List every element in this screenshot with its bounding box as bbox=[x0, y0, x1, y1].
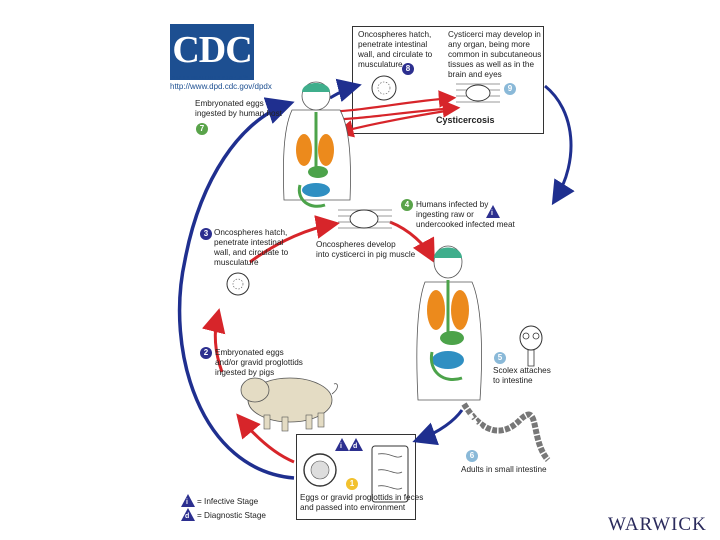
cysticercus-muscle-top bbox=[456, 83, 500, 103]
stage-9-label: Cysticerci may develop in any organ, bei… bbox=[448, 30, 541, 80]
cysticercosis-title: Cysticercosis bbox=[436, 115, 495, 125]
stage-2-line-1: Embryonated eggs bbox=[215, 348, 284, 357]
blue-arrow-left-cycle bbox=[177, 97, 295, 480]
stage-9-line-2: any organ, being more bbox=[448, 40, 530, 49]
stage-4-line-2: ingesting raw or bbox=[416, 210, 474, 219]
human-host-right bbox=[416, 245, 482, 401]
stage-badge-3: 3 bbox=[200, 228, 212, 240]
stage-7-line-1: Embryonated eggs bbox=[195, 99, 264, 108]
stage-4-label: Humans infected by ingesting raw or unde… bbox=[416, 200, 515, 230]
stage-3-line-3: wall, and circulate to bbox=[214, 248, 289, 257]
gravid-proglottid bbox=[371, 445, 409, 503]
stage-badge-2: 2 bbox=[200, 347, 212, 359]
stage4-infective-icon bbox=[486, 205, 500, 218]
stage-3-line-4: musculature bbox=[214, 258, 259, 267]
stage-3-line-2: penetrate intestinal bbox=[214, 238, 284, 247]
stage-2-line-2: and/or gravid proglottids bbox=[215, 358, 303, 367]
stage-2-label: Embryonated eggs and/or gravid proglotti… bbox=[215, 348, 303, 378]
stage4-infective-symbol: i bbox=[491, 210, 493, 217]
stage-1-line-1: Eggs or gravid proglottids in feces bbox=[300, 493, 424, 502]
stage-badge-8: 8 bbox=[402, 63, 414, 75]
stage-2-line-3: ingested by pigs bbox=[215, 368, 275, 377]
pig-illustration bbox=[240, 377, 338, 432]
blue-arrow-to-cysticercosis bbox=[329, 78, 362, 103]
stage-8-line-4: musculature bbox=[358, 60, 403, 69]
stage-7-label: Embryonated eggs ingested by human host bbox=[195, 99, 282, 119]
stage-9-line-4: tissues as well as in the bbox=[448, 60, 535, 69]
stage-8-line-1: Oncospheres hatch, bbox=[358, 30, 432, 39]
stage-8-label: Oncospheres hatch, penetrate intestinal … bbox=[358, 30, 432, 70]
oncosphere-egg-1 bbox=[371, 75, 397, 101]
stage-badge-1: 1 bbox=[346, 478, 358, 490]
stage-4-line-3: undercooked infected meat bbox=[416, 220, 515, 229]
human-host-top bbox=[282, 81, 351, 208]
stage-3b-label: Oncospheres develop into cysticerci in p… bbox=[316, 240, 415, 260]
cdc-logo: CDC bbox=[170, 24, 254, 80]
stage-badge-5: 5 bbox=[494, 352, 506, 364]
stage-6-label: Adults in small intestine bbox=[461, 465, 547, 475]
stage-badge-9: 9 bbox=[504, 83, 516, 95]
legend-diagnostic-label: = Diagnostic Stage bbox=[197, 511, 266, 520]
red-arrow-pig-to-eggs bbox=[201, 308, 226, 373]
stage-3b-line-1: Oncospheres develop bbox=[316, 240, 396, 249]
red-arrow-cyst-to-body bbox=[335, 108, 453, 138]
stage-1-line-2: and passed into environment bbox=[300, 503, 406, 512]
box-infective-symbol: i bbox=[340, 443, 342, 450]
box-infective-icon bbox=[335, 438, 349, 451]
legend-infective-icon bbox=[181, 494, 195, 507]
red-arrow-env-to-pig bbox=[236, 413, 295, 464]
stage-3b-line-2: into cysticerci in pig muscle bbox=[316, 250, 416, 259]
legend-infective-label: = Infective Stage bbox=[197, 497, 259, 506]
red-arrow-eggs-to-muscle bbox=[249, 215, 340, 264]
stage-badge-4: 4 bbox=[401, 199, 413, 211]
cdc-url: http://www.dpd.cdc.gov/dpdx bbox=[170, 82, 272, 91]
cysticercus-pig-muscle bbox=[338, 209, 392, 229]
stage-badge-7: 7 bbox=[196, 123, 208, 135]
cdc-logo-text: CDC bbox=[172, 29, 252, 71]
stage-5-line-1: Scolex attaches bbox=[493, 366, 551, 375]
box-diagnostic-symbol: d bbox=[353, 443, 358, 450]
stage-3-line-1: Oncospheres hatch, bbox=[214, 228, 288, 237]
stage-4-line-1: Humans infected by bbox=[416, 200, 489, 209]
blue-arrow-to-environment bbox=[412, 409, 464, 446]
stage-9-line-1: Cysticerci may develop in bbox=[448, 30, 541, 39]
cdc-tagline: SAFER·HEALTHIER·PEOPLE™ bbox=[172, 75, 248, 80]
stage-8-line-2: penetrate intestinal bbox=[358, 40, 428, 49]
blue-arrow-right-down bbox=[544, 84, 575, 206]
stage-5-label: Scolex attaches to intestine bbox=[493, 366, 551, 386]
box-diagnostic-icon bbox=[349, 438, 363, 451]
red-arrow-muscle-to-human bbox=[389, 220, 435, 264]
stage-8-line-3: wall, and circulate to bbox=[358, 50, 433, 59]
stage-9-line-3: common in subcutaneous bbox=[448, 50, 542, 59]
stage-badge-6: 6 bbox=[466, 450, 478, 462]
stage-1-label: Eggs or gravid proglottids in feces and … bbox=[300, 493, 423, 513]
stage-9-line-5: brain and eyes bbox=[448, 70, 502, 79]
stage-7-line-2: ingested by human host bbox=[195, 109, 282, 118]
oncosphere-egg-2 bbox=[226, 272, 250, 296]
stage-6-line-1: Adults in small intestine bbox=[461, 465, 547, 474]
stage-3-label: Oncospheres hatch, penetrate intestinal … bbox=[214, 228, 288, 268]
scolex-illustration bbox=[519, 325, 543, 367]
legend-diagnostic-icon bbox=[181, 508, 195, 521]
legend-infective-symbol: i bbox=[186, 499, 188, 506]
legend-diagnostic-symbol: d bbox=[185, 513, 190, 520]
egg-in-feces bbox=[303, 453, 337, 487]
stage-5-line-2: to intestine bbox=[493, 376, 533, 385]
adult-tapeworm bbox=[461, 402, 551, 463]
warwick-logo: WARWICK bbox=[608, 514, 707, 535]
